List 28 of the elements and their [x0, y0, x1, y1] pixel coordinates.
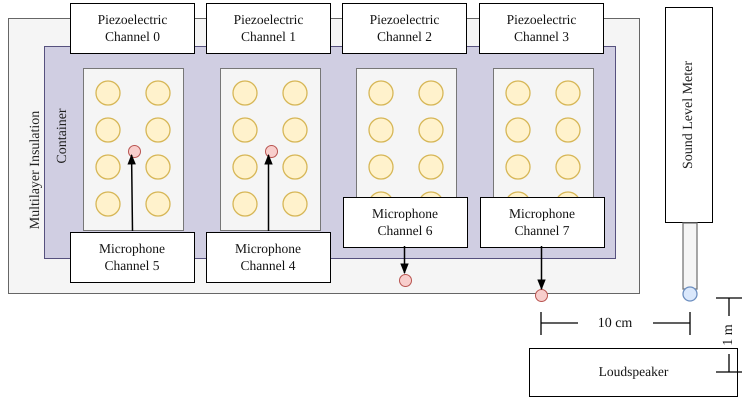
tray-panel	[356, 68, 457, 198]
microphone-point	[128, 145, 141, 158]
container-area	[44, 46, 616, 259]
arrow	[127, 154, 136, 232]
channel-box: Loudspeaker	[529, 348, 738, 397]
rotated-label: Container	[54, 108, 70, 164]
channel-box: Piezoelectric Channel 2	[342, 3, 467, 54]
channel-box: Microphone Channel 6	[342, 197, 468, 248]
microphone-point	[535, 289, 548, 302]
arrow	[400, 246, 409, 274]
rotated-label: Sound Level Meter	[680, 60, 696, 169]
arrow	[264, 154, 273, 231]
channel-box: Microphone Channel 4	[206, 232, 330, 283]
channel-box: Microphone Channel 7	[480, 197, 604, 248]
microphone-point	[265, 145, 278, 158]
channel-box: Microphone Channel 5	[70, 232, 194, 283]
channel-box: Piezoelectric Channel 0	[70, 3, 195, 54]
dimension-label: 1 m	[721, 324, 737, 346]
meter-box	[665, 7, 713, 223]
tray-panel	[493, 68, 594, 198]
channel-box: Piezoelectric Channel 1	[206, 3, 331, 54]
dimension-label: 10 cm	[598, 316, 632, 332]
arrow	[537, 246, 546, 290]
rotated-label: Multilayer Insulation	[28, 110, 44, 229]
tray-panel	[83, 68, 184, 231]
tray-panel	[220, 68, 321, 231]
microphone-point	[399, 274, 412, 287]
channel-box: Piezoelectric Channel 3	[479, 3, 604, 54]
